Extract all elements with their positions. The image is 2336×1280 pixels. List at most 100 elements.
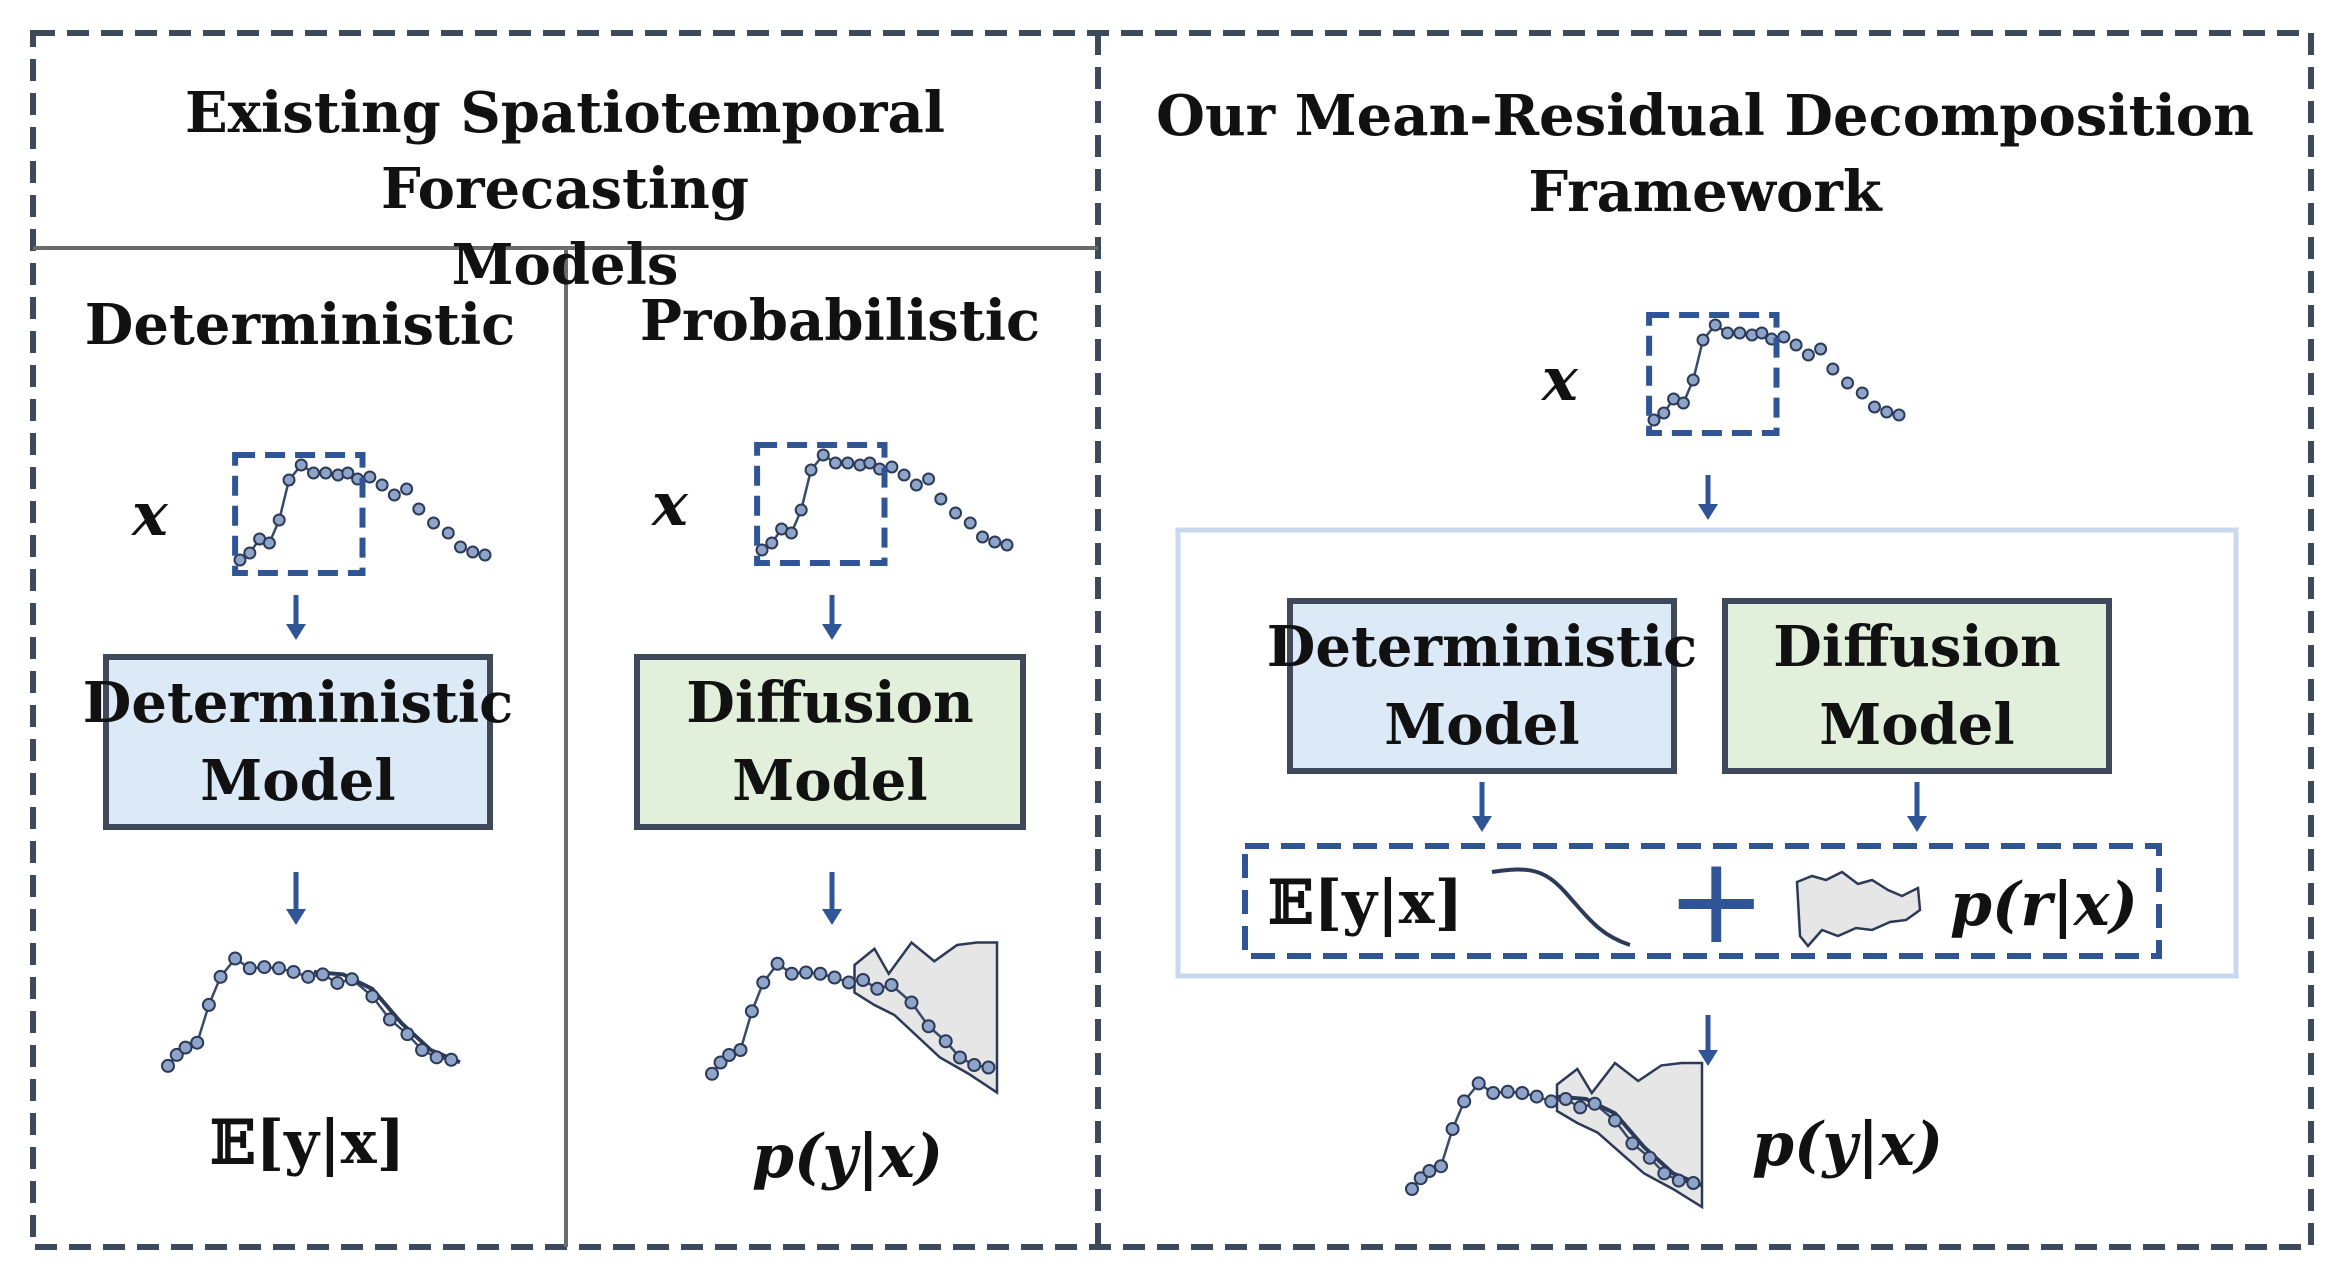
- prob-output-series-point: [981, 1060, 996, 1075]
- fw-input-series-point: [1892, 408, 1906, 422]
- det-output-series-point: [301, 969, 316, 984]
- det-output-label: 𝔼[y|x]: [210, 1108, 405, 1178]
- diffusion-model-box: Diffusion Model: [634, 654, 1026, 830]
- det-model-line2: Model: [200, 748, 396, 814]
- det-input-series-point: [400, 482, 414, 496]
- framework-deterministic-box: Deterministic Model: [1267, 598, 1697, 774]
- det-output-series-point: [286, 964, 301, 979]
- fw-output-series-point: [1587, 1096, 1602, 1111]
- det-input-series-point: [427, 516, 441, 530]
- prob-output-series-point: [938, 1034, 953, 1049]
- det-output-series-point: [257, 960, 272, 975]
- dif-model-line2: Model: [732, 748, 928, 814]
- left-title-line2: Models: [451, 232, 679, 298]
- arrow-fw-input-head: [1698, 504, 1718, 520]
- framework-output-label: p(y|x): [1752, 1110, 1944, 1180]
- prob-output-label: p(y|x): [752, 1122, 944, 1192]
- det-output-series-point: [213, 969, 228, 984]
- det-output-series-point: [190, 1035, 205, 1050]
- prob-input-series-point: [1000, 538, 1014, 552]
- arrow-det-output-head: [286, 909, 306, 925]
- left-panel-title: Existing Spatiotemporal Forecasting Mode…: [40, 75, 1090, 303]
- det-output-series-point: [271, 961, 286, 976]
- residual-label: p(r|x): [1950, 870, 2138, 940]
- fw-output-series-point: [1642, 1150, 1657, 1165]
- prob-input-series-point: [841, 456, 855, 470]
- fw-output-series-point: [1434, 1159, 1448, 1174]
- fw-input-series-point: [1657, 406, 1671, 420]
- prob-input-series-point: [885, 460, 899, 474]
- prob-input-series-point: [755, 543, 769, 557]
- fw-output-series-point: [1471, 1076, 1486, 1091]
- prob-input-series-point: [794, 503, 808, 517]
- det-output-series-point: [315, 967, 330, 982]
- left-title-line1: Existing Spatiotemporal Forecasting: [184, 80, 946, 222]
- fw-output-series-point: [1608, 1113, 1622, 1128]
- det-output-series-point: [169, 1047, 184, 1062]
- det-input-series: [232, 452, 492, 576]
- prob-input-label: x: [652, 470, 688, 540]
- fw-input-series-point: [1841, 376, 1855, 390]
- residual-glyph: [1795, 870, 1922, 948]
- fw-input-series: [1646, 312, 1906, 436]
- dif-model-line1: Diffusion: [686, 670, 974, 736]
- fw-output-series-point: [1413, 1171, 1428, 1186]
- deterministic-model-box: Deterministic Model: [83, 654, 513, 830]
- fw-input-series-window: [1646, 312, 1780, 436]
- prob-input-series-window: [754, 442, 888, 566]
- fw-input-series-point: [1855, 386, 1869, 400]
- prob-output-series-point: [967, 1058, 982, 1072]
- prob-output-series-point: [921, 1019, 936, 1034]
- fw-input-series-point: [1696, 333, 1710, 347]
- prob-output-series-point: [733, 1043, 748, 1057]
- fw-det-line1: Deterministic: [1266, 614, 1698, 680]
- arrow-fw-dif-head: [1907, 816, 1927, 832]
- probabilistic-heading: Probabilistic: [639, 288, 1041, 354]
- det-input-series-point: [387, 488, 401, 502]
- right-title-line2: Framework: [1528, 159, 1882, 225]
- fw-det-line2: Model: [1384, 692, 1580, 758]
- prob-output-series-point: [770, 956, 785, 971]
- prob-output-series-point: [841, 975, 856, 990]
- det-input-series-point: [233, 553, 247, 567]
- fw-output-series-point: [1405, 1182, 1419, 1196]
- fw-input-series-point: [1721, 326, 1734, 340]
- fw-output-series-point: [1657, 1166, 1672, 1181]
- fw-output-series-point: [1457, 1094, 1472, 1109]
- det-output-series-point: [344, 972, 359, 987]
- fw-input-series-point: [1777, 330, 1791, 344]
- det-input-series-point: [478, 548, 492, 562]
- det-input-series-point: [466, 545, 480, 559]
- framework-diffusion-box: Diffusion Model: [1722, 598, 2112, 774]
- arrow-fw-det-head: [1472, 816, 1492, 832]
- det-input-series-point: [319, 466, 333, 480]
- mean-label: 𝔼[y|x]: [1268, 868, 1463, 938]
- arrow-fw-output-head: [1698, 1050, 1718, 1066]
- det-input-series-point: [243, 546, 257, 560]
- prob-output-series-point: [784, 966, 799, 981]
- deterministic-heading: Deterministic: [84, 292, 516, 358]
- residual-glyph-shape: [1795, 870, 1922, 948]
- prob-input-series-point: [963, 516, 977, 530]
- fw-input-series-point: [1686, 373, 1700, 387]
- prob-output-series-point: [799, 965, 814, 980]
- fw-input-series-point: [1880, 405, 1894, 419]
- fw-output-series-point: [1445, 1122, 1460, 1136]
- prob-input-series-point: [976, 530, 989, 544]
- det-model-line1: Deterministic: [82, 670, 514, 736]
- fw-input-series-point: [1755, 326, 1769, 340]
- det-input-series-point: [282, 473, 296, 487]
- prob-output-series-point: [884, 978, 899, 992]
- prob-output-series-point: [870, 981, 885, 996]
- det-output-series-point: [242, 961, 257, 976]
- fw-output-series-point: [1500, 1084, 1515, 1099]
- decomposition-box: [1242, 843, 2162, 959]
- fw-input-series-point: [1708, 318, 1722, 332]
- prob-output-series-point: [827, 970, 842, 985]
- prob-output-series-point: [722, 1048, 737, 1062]
- prob-input-series-point: [988, 535, 1002, 549]
- time-series-plots: [161, 312, 1922, 1210]
- fw-input-series-point: [1676, 396, 1690, 410]
- det-output-series-point: [228, 951, 243, 966]
